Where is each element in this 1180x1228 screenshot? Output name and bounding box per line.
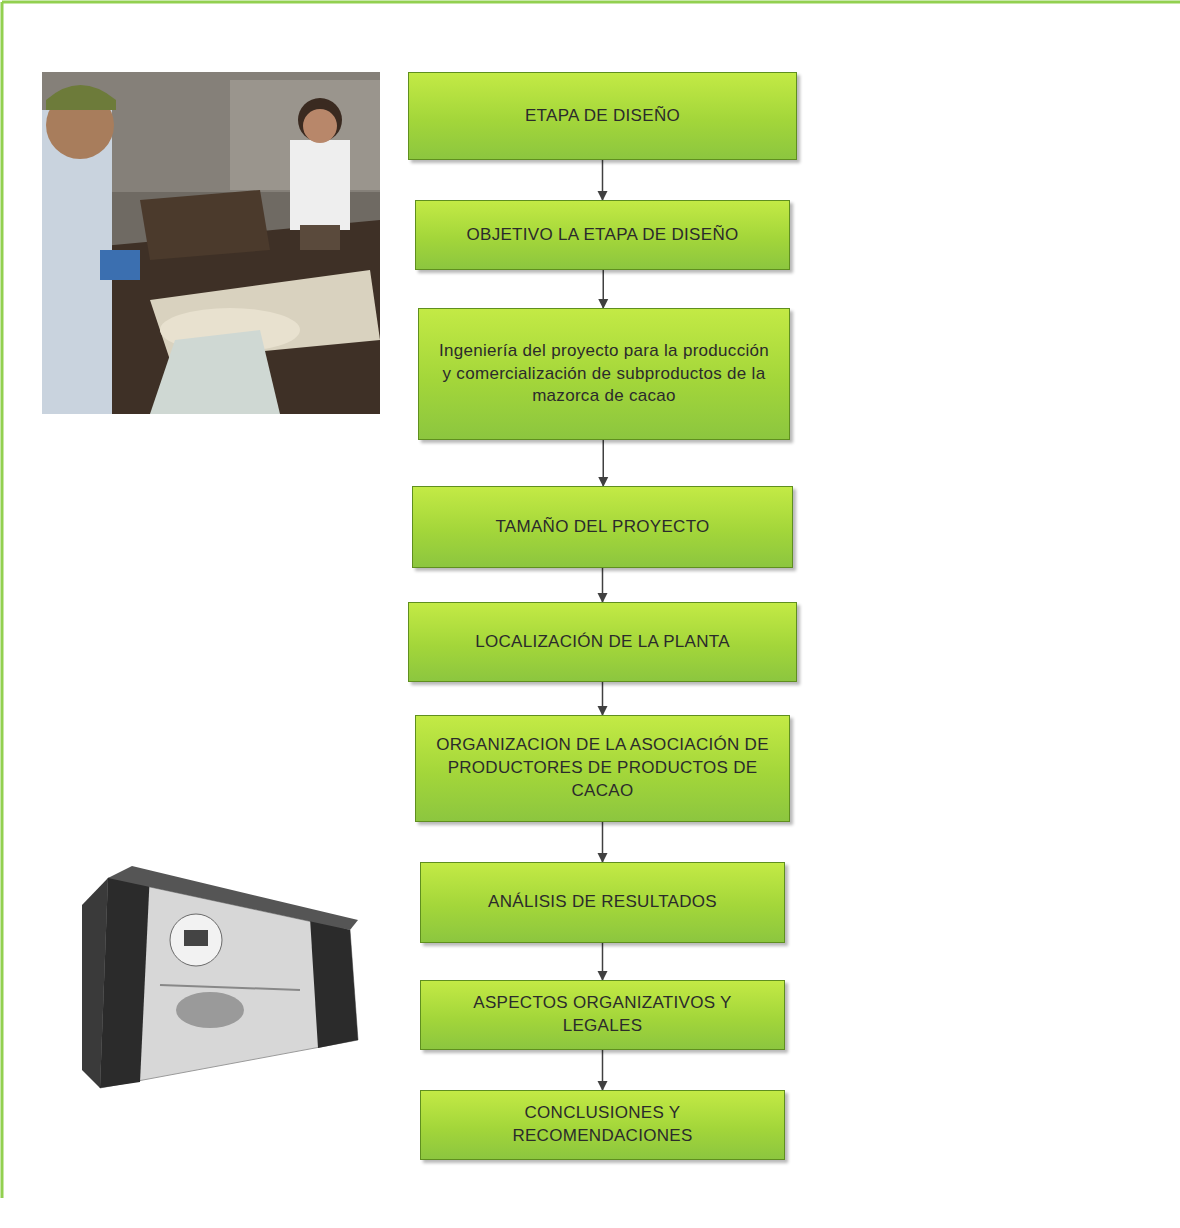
process-box: ANÁLISIS DE RESULTADOS <box>420 862 785 943</box>
box-label: ASPECTOS ORGANIZATIVOS Y LEGALES <box>435 992 770 1038</box>
flow-arrow <box>602 682 604 715</box>
flow-arrow <box>602 1050 604 1090</box>
box-label: ANÁLISIS DE RESULTADOS <box>488 891 717 914</box>
process-box: CONCLUSIONES Y RECOMENDACIONES <box>420 1090 785 1160</box>
process-box: LOCALIZACIÓN DE LA PLANTA <box>408 602 797 682</box>
flow-arrow <box>603 440 605 486</box>
flow-arrow <box>603 270 605 308</box>
process-box: ASPECTOS ORGANIZATIVOS Y LEGALES <box>420 980 785 1050</box>
box-label: ETAPA DE DISEÑO <box>525 105 680 128</box>
process-box: ORGANIZACION DE LA ASOCIACIÓN DE PRODUCT… <box>415 715 790 822</box>
product-box <box>82 866 358 1088</box>
box-label: OBJETIVO LA ETAPA DE DISEÑO <box>467 224 739 247</box>
frame-line <box>2 1 1180 4</box>
process-box: OBJETIVO LA ETAPA DE DISEÑO <box>415 200 790 270</box>
frame-line <box>1 2 4 1198</box>
process-box: Ingeniería del proyecto para la producci… <box>418 308 790 440</box>
workers-photo <box>42 72 380 414</box>
flow-arrow <box>602 822 604 862</box>
box-label: LOCALIZACIÓN DE LA PLANTA <box>475 631 730 654</box>
box-label: Ingeniería del proyecto para la producci… <box>433 340 775 409</box>
flow-arrow <box>602 160 604 200</box>
process-box: ETAPA DE DISEÑO <box>408 72 797 160</box>
box-label: TAMAÑO DEL PROYECTO <box>495 516 709 539</box>
box-label: CONCLUSIONES Y RECOMENDACIONES <box>435 1102 770 1148</box>
flow-arrow <box>602 568 604 602</box>
flow-arrow <box>602 943 604 980</box>
process-box: TAMAÑO DEL PROYECTO <box>412 486 793 568</box>
box-label: ORGANIZACION DE LA ASOCIACIÓN DE PRODUCT… <box>430 734 775 803</box>
